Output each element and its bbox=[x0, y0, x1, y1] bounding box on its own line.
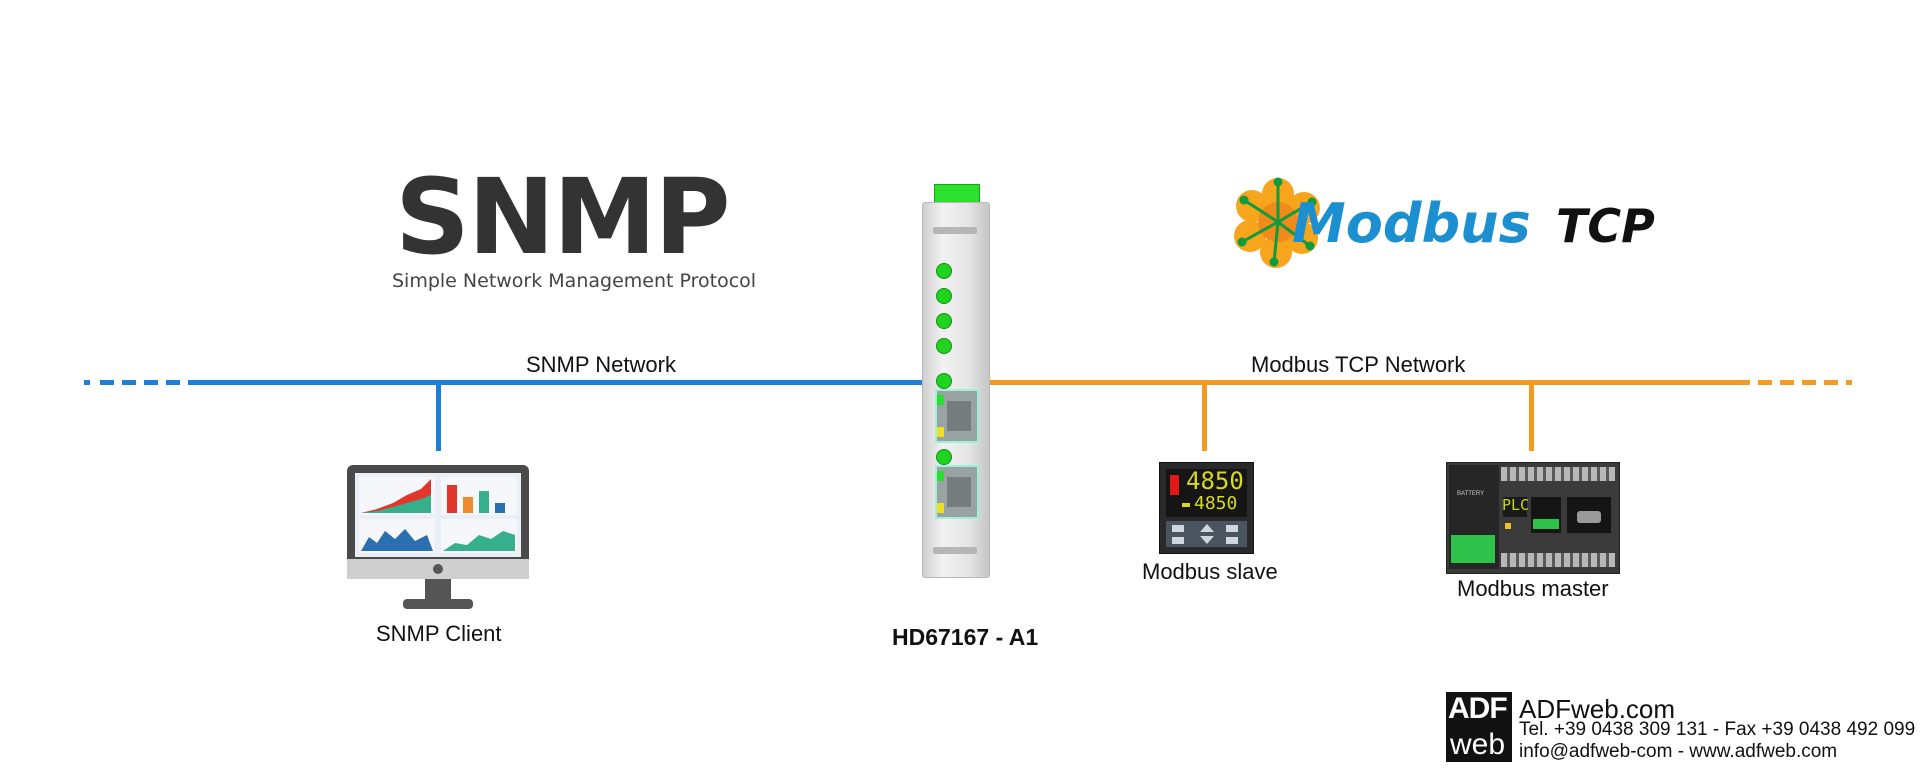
snmp-network-line bbox=[84, 380, 924, 385]
modbus-logo-suffix: TCP bbox=[1556, 199, 1655, 253]
adfweb-contact: info@adfweb-com - www.adfweb.com bbox=[1519, 741, 1838, 762]
status-led-icon bbox=[936, 373, 952, 389]
gateway-label: HD67167 - A1 bbox=[892, 624, 1039, 650]
snmp-logo-subtitle: Simple Network Management Protocol bbox=[392, 270, 757, 292]
modbus-flower-icon bbox=[1234, 177, 1320, 268]
modbus-network-label: Modbus TCP Network bbox=[1251, 352, 1466, 377]
adfweb-phone: Tel. +39 0438 309 131 - Fax +39 0438 492… bbox=[1519, 719, 1916, 740]
modbus-network-line bbox=[986, 380, 1852, 385]
adfweb-logo-top: ADF bbox=[1448, 692, 1508, 725]
controller-display-top: 4850 bbox=[1186, 467, 1244, 495]
modbus-master-label: Modbus master bbox=[1457, 576, 1609, 601]
status-led-icon bbox=[936, 449, 952, 465]
snmp-network-label: SNMP Network bbox=[526, 352, 676, 377]
status-led-icon bbox=[936, 338, 952, 354]
status-led-icon bbox=[936, 313, 952, 329]
controller-device: 4850 4850 bbox=[1159, 462, 1254, 554]
plc-display-text: PLC bbox=[1502, 496, 1530, 514]
plc-device: BATTERY PLC bbox=[1446, 462, 1620, 574]
status-led-icon bbox=[936, 263, 952, 279]
modbus-logo-word: Modbus bbox=[1292, 192, 1531, 255]
adfweb-logo: ADF web bbox=[1446, 692, 1512, 762]
monitor-icon bbox=[347, 465, 529, 609]
ethernet-port-icon bbox=[935, 465, 979, 519]
modbus-slave-label: Modbus slave bbox=[1142, 559, 1278, 584]
adfweb-brand: ADFweb.com bbox=[1519, 694, 1676, 724]
gateway-device bbox=[922, 202, 990, 578]
modbus-slave-drop-line bbox=[1202, 383, 1207, 451]
snmp-client-label: SNMP Client bbox=[376, 621, 502, 646]
plc-battery-label: BATTERY bbox=[1457, 491, 1485, 497]
ethernet-port-icon bbox=[935, 389, 979, 443]
modbus-master-drop-line bbox=[1529, 383, 1534, 451]
snmp-client-drop-line bbox=[436, 383, 441, 451]
status-led-icon bbox=[936, 288, 952, 304]
controller-display-bottom: 4850 bbox=[1194, 493, 1238, 514]
snmp-logo-title: SNMP bbox=[395, 156, 731, 278]
adfweb-logo-bottom: web bbox=[1450, 728, 1506, 761]
